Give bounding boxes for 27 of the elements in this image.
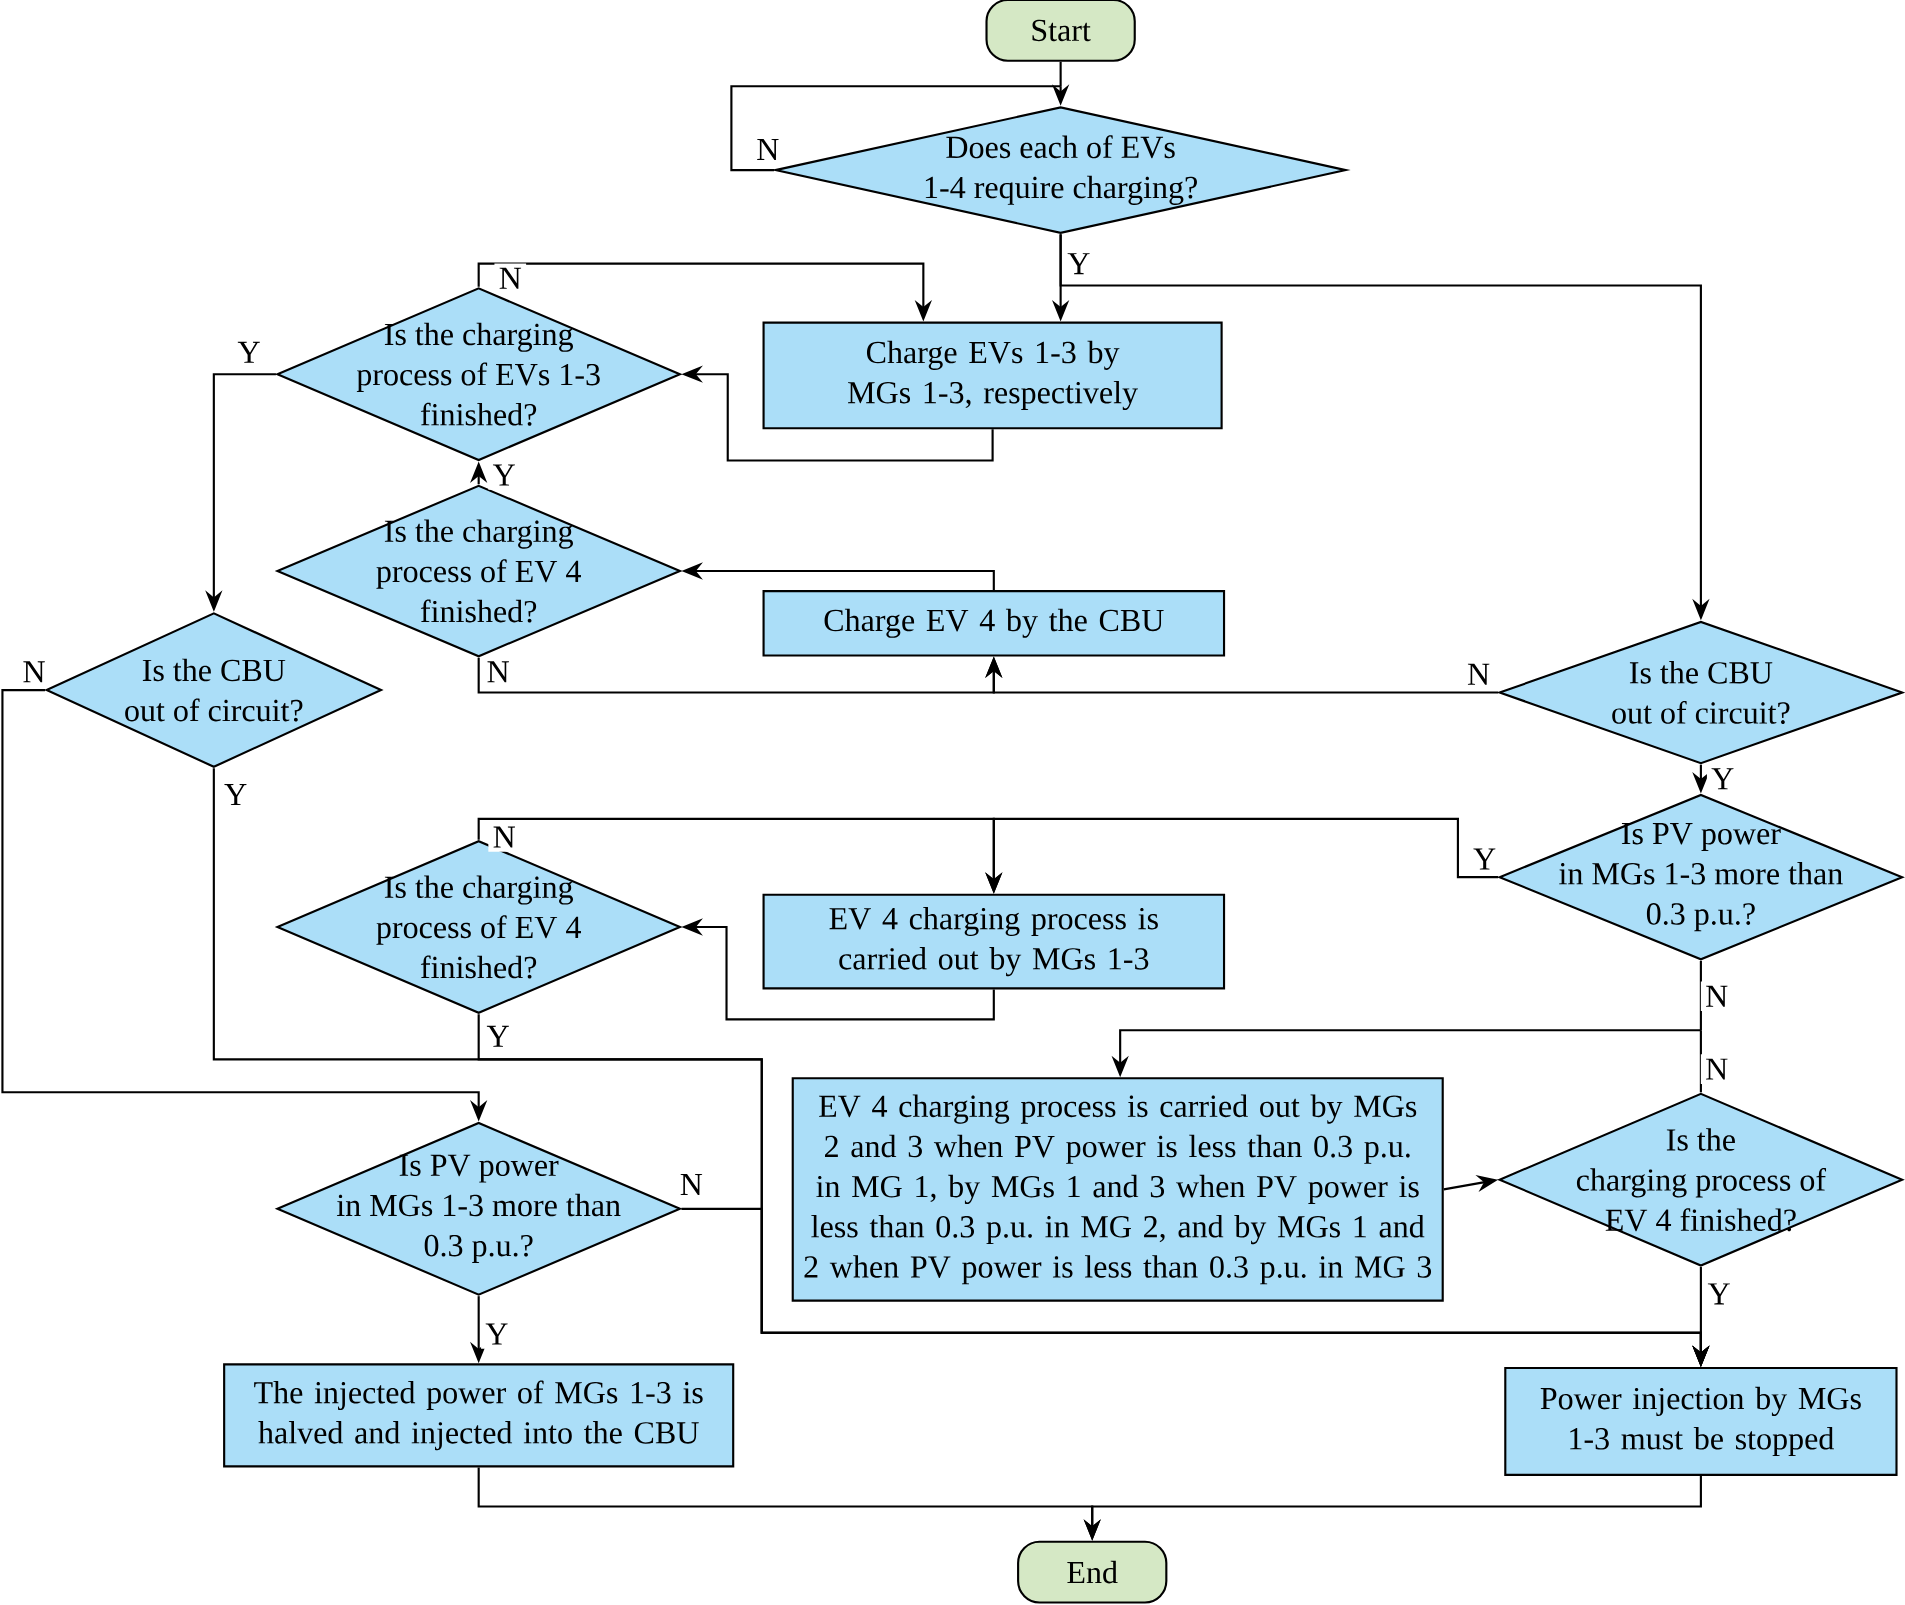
- edge-label: N: [1700, 981, 1733, 1012]
- edge-label: N: [494, 263, 527, 294]
- process-box: Charge EVs 1-3 by MGs 1-3, respectively: [762, 321, 1223, 430]
- edge-label: Y: [1063, 248, 1095, 279]
- process-box: The injected power of MGs 1-3 is halved and injected into the CBU: [223, 1363, 735, 1468]
- edge-label: Y: [482, 1021, 514, 1052]
- edge-label: Y: [488, 460, 521, 490]
- line: [730, 85, 1061, 172]
- edge-label: Y: [1706, 764, 1739, 794]
- process-box: Power injection by MGs 1-3 must be stopped: [1504, 1367, 1898, 1476]
- line: [1059, 61, 1062, 87]
- edge-label: N: [1700, 1054, 1733, 1084]
- line: [1699, 960, 1702, 1031]
- edge-label: Y: [219, 779, 252, 810]
- process-box: EV 4 charging process is carried out by MGs 1-3: [762, 893, 1226, 990]
- process-box: EV 4 charging process is carried out by MGs 2 and 3 when PV power is less than 0.3 p.u. in MG 1, by MGs 1 and 3 when PV power is less than 0.3 p.u. in MG 2, and by MGs 1 and 2 when PV power is less than 0.3 p.u. in MG 3: [791, 1077, 1444, 1302]
- terminal-box: Start: [985, 0, 1136, 62]
- edge-label: Y: [1703, 1279, 1735, 1309]
- edge-label: Y: [481, 1319, 513, 1349]
- terminal-box: End: [1017, 1540, 1168, 1604]
- edge-label: N: [488, 822, 521, 852]
- edge-label: Y: [233, 337, 265, 368]
- process-box: Charge EV 4 by the CBU: [762, 590, 1226, 657]
- edge-label: N: [482, 657, 514, 687]
- edge-label: N: [752, 134, 784, 165]
- edge-label: N: [1462, 659, 1495, 690]
- line: [1699, 1030, 1702, 1093]
